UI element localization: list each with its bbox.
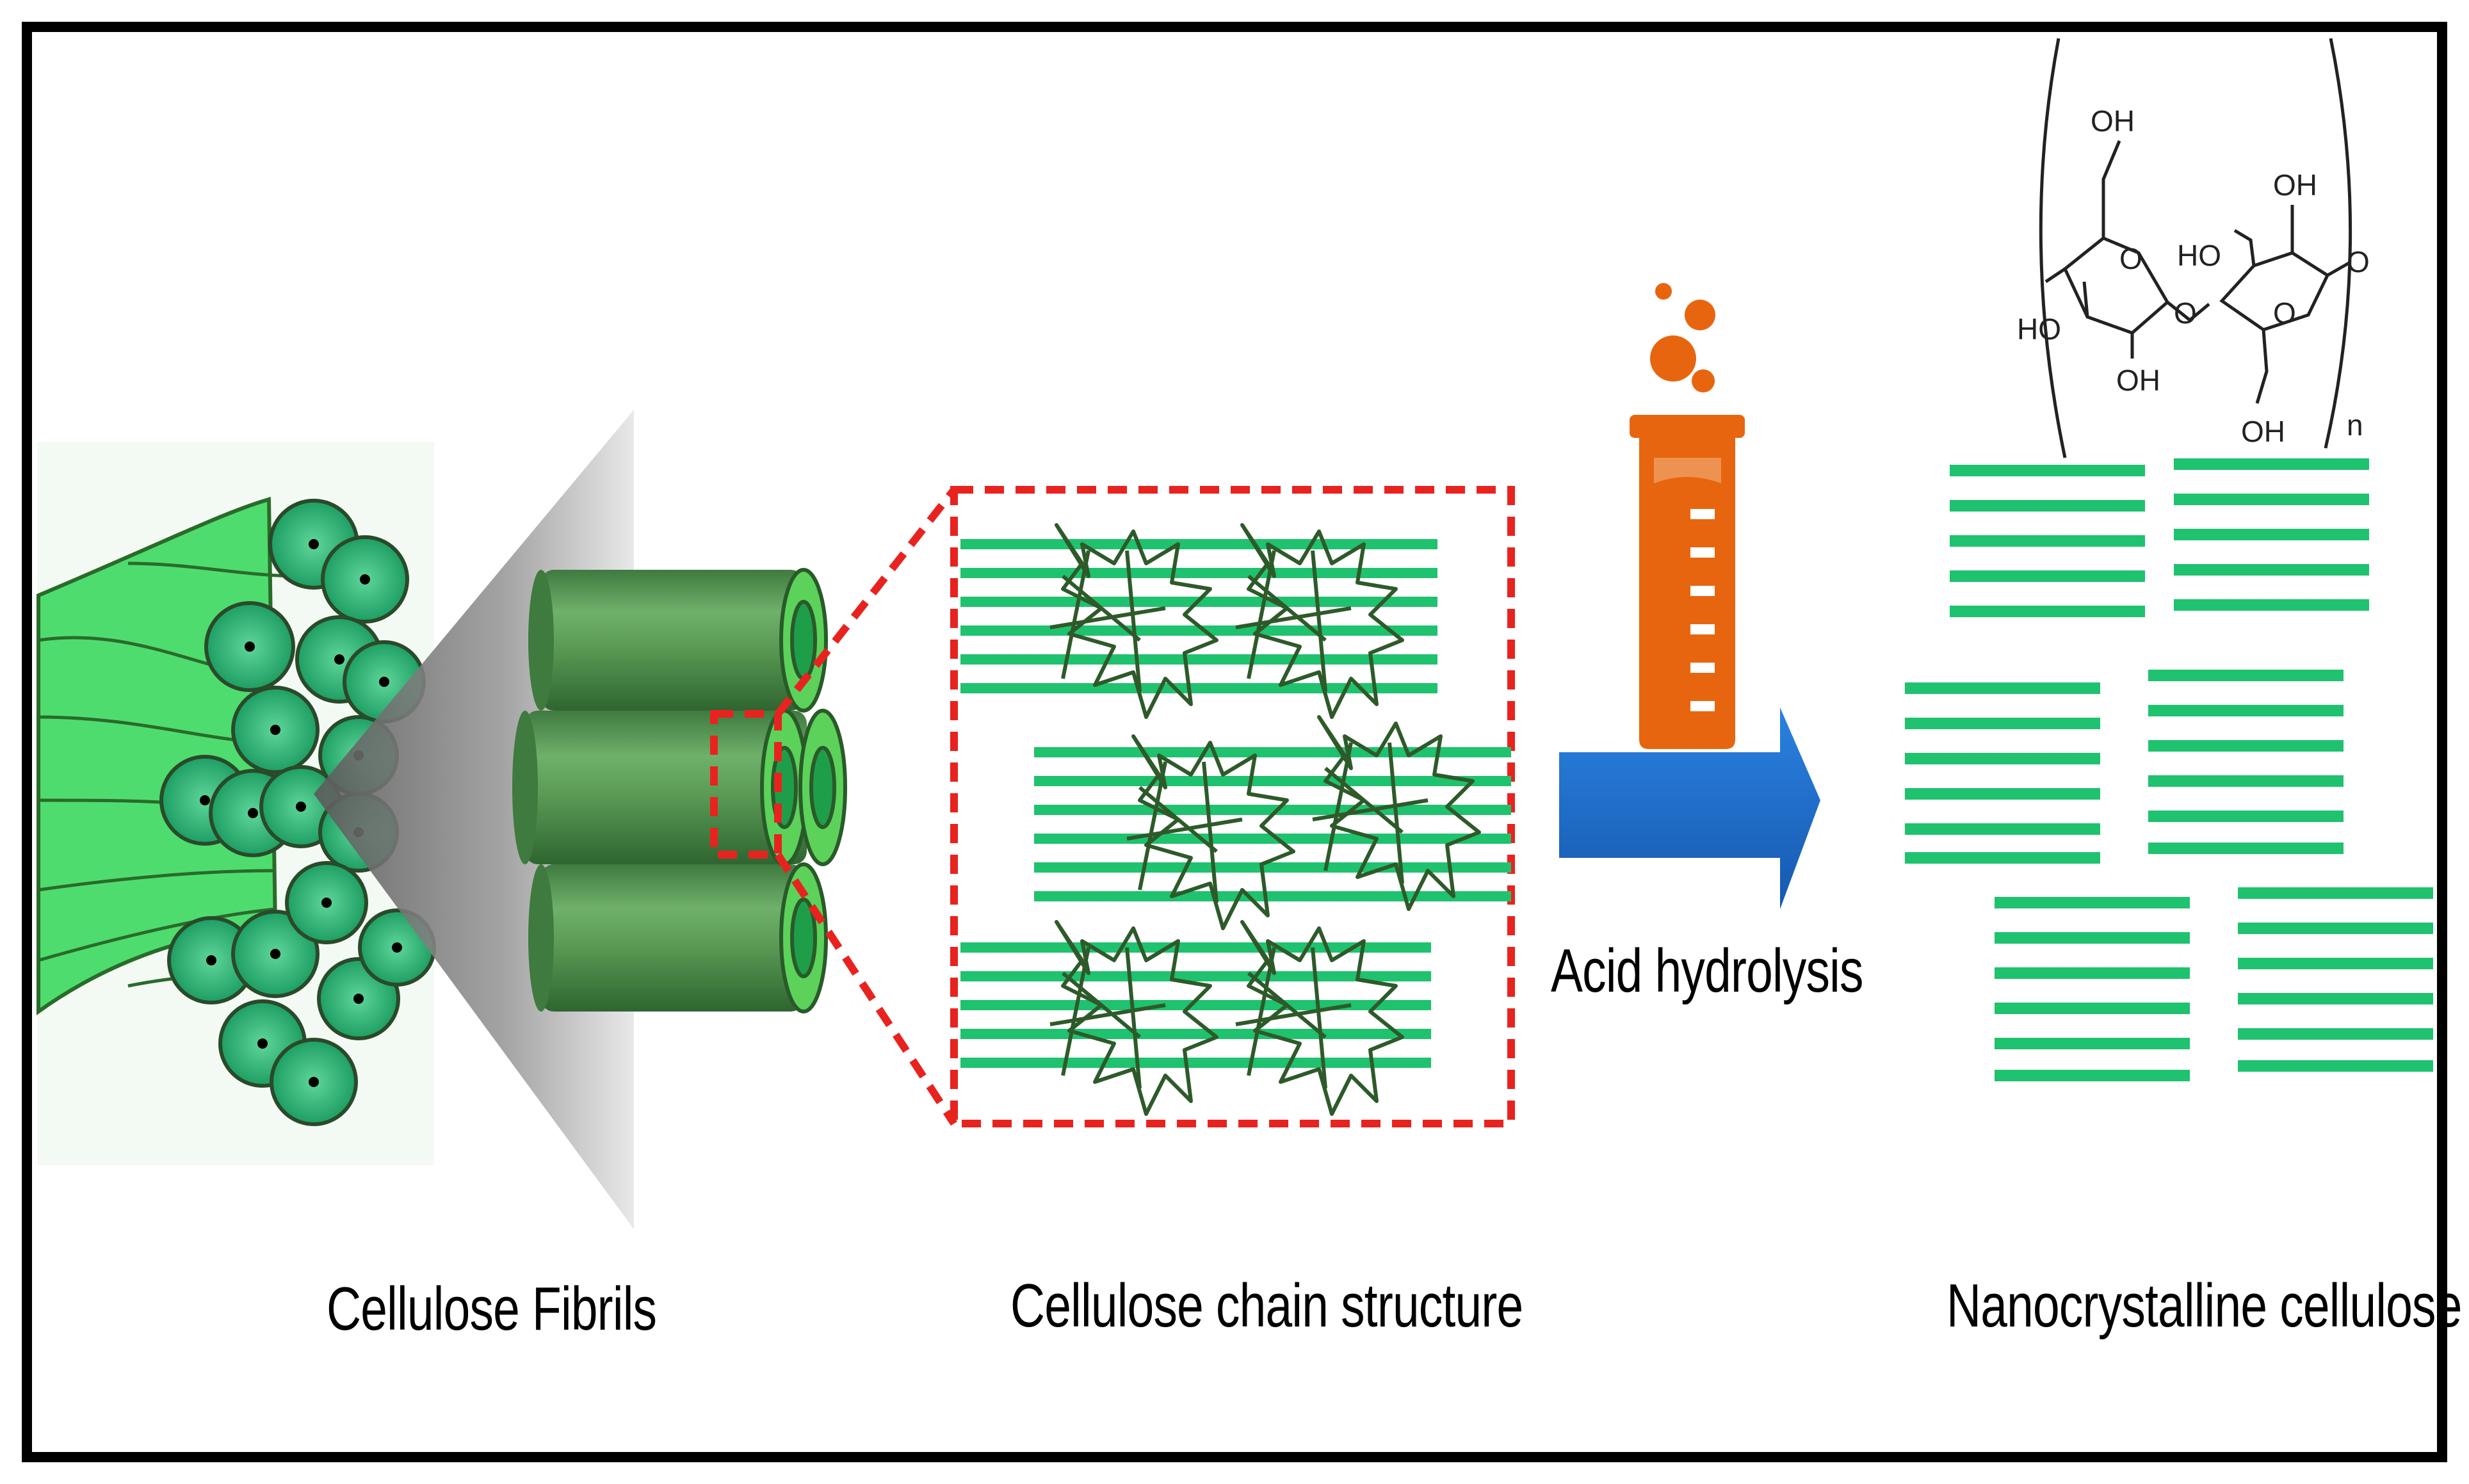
svg-text:OH: OH bbox=[2116, 364, 2160, 397]
label-acid-hydrolysis: Acid hydrolysis bbox=[1551, 937, 1863, 1005]
arrow-right-icon bbox=[1559, 707, 1820, 909]
svg-text:O: O bbox=[2174, 296, 2197, 330]
amorphous-regions bbox=[1049, 523, 1481, 1116]
svg-text:O: O bbox=[2347, 245, 2370, 278]
chain-structure bbox=[960, 539, 1511, 1068]
cylinder-ends bbox=[760, 568, 847, 1013]
beaker-icon bbox=[1630, 283, 1745, 749]
svg-text:OH: OH bbox=[2273, 168, 2317, 202]
svg-text:HO: HO bbox=[2017, 312, 2061, 346]
label-cellulose-fibrils: Cellulose Fibrils bbox=[327, 1275, 657, 1343]
cellobiose-structure bbox=[2039, 38, 2352, 458]
cellobiose-labels: OH O HO OH O HO OH O O OH n bbox=[2017, 104, 2370, 448]
microfibril-cylinders bbox=[512, 570, 807, 1012]
svg-text:n: n bbox=[2347, 408, 2363, 442]
svg-text:HO: HO bbox=[2177, 239, 2221, 272]
svg-text:O: O bbox=[2119, 242, 2142, 275]
label-nanocrystalline-cellulose: Nanocrystalline cellulose bbox=[1947, 1271, 2462, 1340]
nanocrystal-stacks bbox=[1905, 458, 2433, 1081]
svg-text:OH: OH bbox=[2091, 104, 2135, 138]
svg-text:O: O bbox=[2273, 296, 2296, 330]
svg-text:OH: OH bbox=[2241, 415, 2285, 448]
label-cellulose-chain-structure: Cellulose chain structure bbox=[1010, 1271, 1523, 1340]
